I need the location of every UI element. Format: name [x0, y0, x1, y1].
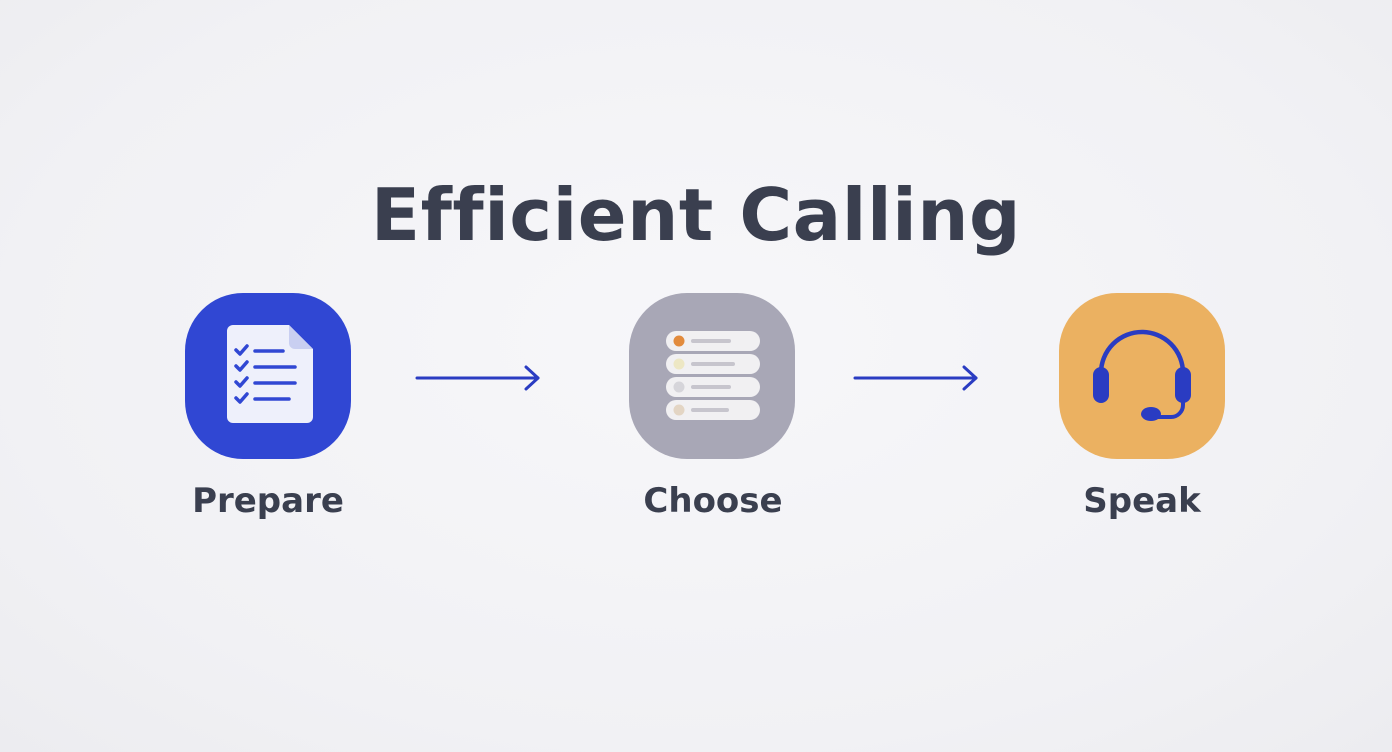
step-label-choose: Choose — [643, 481, 783, 521]
stacked-options-icon — [666, 331, 760, 420]
prepare-tile — [185, 293, 351, 459]
step-label-speak: Speak — [1083, 481, 1201, 521]
choose-tile — [629, 293, 795, 459]
diagram-title: Efficient Calling — [370, 173, 1022, 257]
checklist-document-icon — [227, 325, 313, 423]
headset-icon — [1093, 329, 1191, 421]
step-label-prepare: Prepare — [192, 481, 344, 521]
speak-tile — [1059, 293, 1225, 459]
arrow-right-icon — [415, 365, 540, 391]
arrow-right-icon — [853, 365, 978, 391]
